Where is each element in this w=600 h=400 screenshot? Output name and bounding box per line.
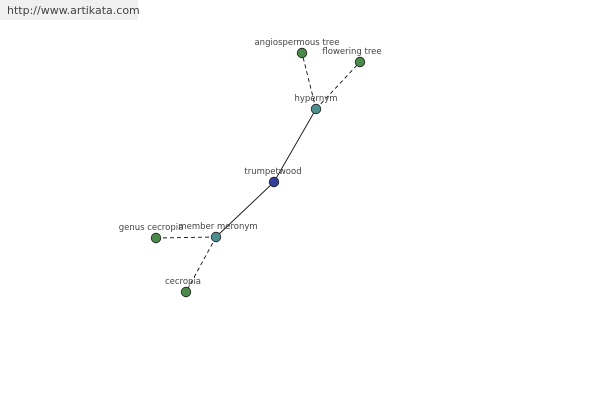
- node-trumpetwood[interactable]: [268, 176, 280, 188]
- edge-member-meronym-genus-cecropia: [155, 236, 217, 239]
- edge-trumpetwood-member-meronym: [215, 181, 275, 238]
- labels-layer: trumpetwood hypernym member meronym angiosp…: [119, 38, 382, 287]
- node-label-member-meronym[interactable]: member meronym: [178, 222, 257, 232]
- node-flowering-tree[interactable]: [354, 56, 366, 68]
- edges-layer: [155, 52, 361, 293]
- node-label-cecropia[interactable]: cecropia: [165, 277, 201, 287]
- node-label-angiospermous-tree[interactable]: angiospermous tree: [254, 38, 339, 48]
- edge-hypernym-angiospermous-tree: [301, 52, 317, 110]
- node-cecropia[interactable]: [180, 286, 192, 298]
- node-genus-cecropia[interactable]: [150, 232, 162, 244]
- node-label-genus-cecropia[interactable]: genus cecropia: [119, 223, 184, 233]
- url-banner: http://www.artikata.com: [0, 0, 140, 20]
- node-label-hypernym[interactable]: hypernym: [294, 94, 337, 104]
- edge-trumpetwood-hypernym: [273, 108, 317, 183]
- node-label-trumpetwood[interactable]: trumpetwood: [244, 167, 301, 177]
- site-link[interactable]: http://www.artikata.com: [7, 4, 140, 17]
- node-angiospermous-tree[interactable]: [296, 47, 308, 59]
- node-hypernym[interactable]: [310, 103, 322, 115]
- node-label-flowering-tree[interactable]: flowering tree: [322, 47, 381, 57]
- edge-hypernym-flowering-tree: [315, 61, 361, 110]
- node-member-meronym[interactable]: [210, 231, 222, 243]
- edge-member-meronym-cecropia: [185, 236, 217, 293]
- nodes-layer: [150, 47, 366, 298]
